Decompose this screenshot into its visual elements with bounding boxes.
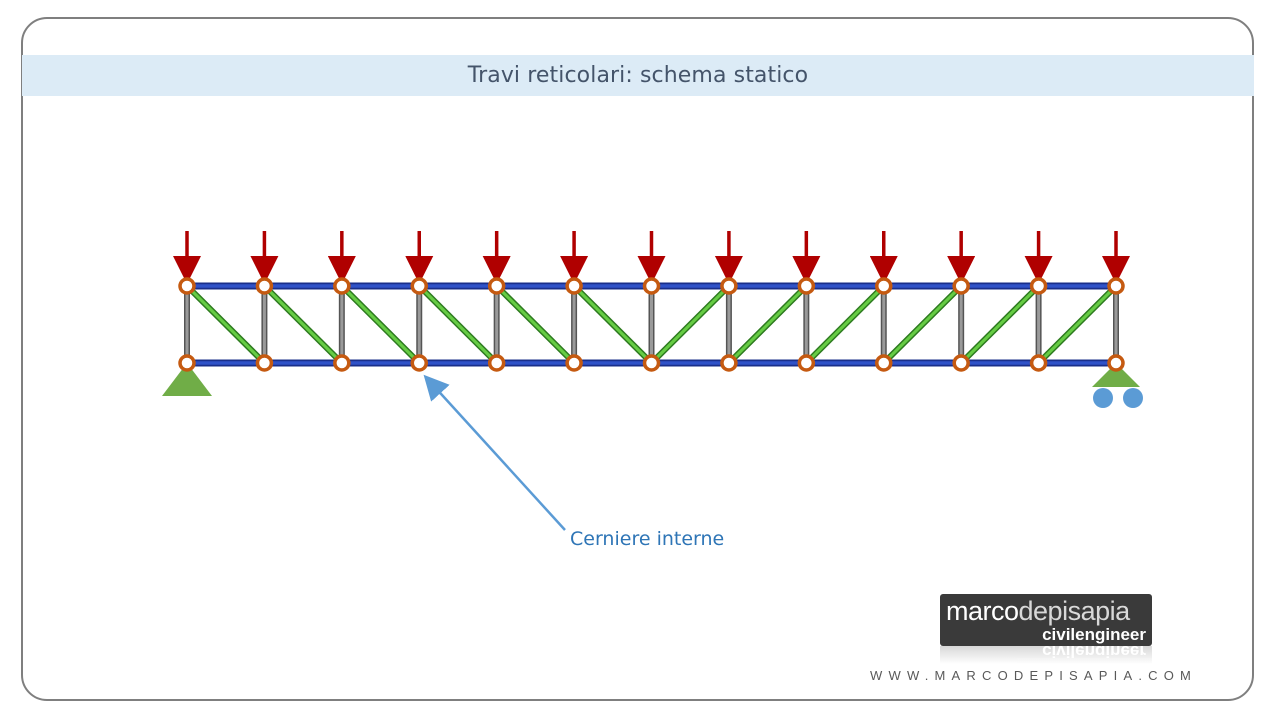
- diagonal-member: [882, 284, 963, 365]
- internal-hinge: [487, 277, 506, 295]
- roller-wheel-right: [1123, 388, 1143, 408]
- internal-hinge: [410, 354, 428, 372]
- internal-hinge: [255, 354, 274, 372]
- internal-hinge: [642, 354, 661, 372]
- internal-hinge: [952, 277, 970, 295]
- title-band: Travi reticolari: schema statico: [22, 55, 1254, 96]
- internal-hinge: [487, 354, 506, 372]
- diagonal-member: [263, 284, 343, 365]
- internal-hinge: [410, 277, 428, 295]
- diagonal-member: [650, 284, 730, 365]
- logo-reflection: civilengineer: [940, 646, 1152, 664]
- diagonal-member: [1037, 284, 1118, 365]
- internal-hinge: [1107, 277, 1125, 295]
- logo-name: marcodepisapia: [946, 596, 1146, 626]
- diagonal-member: [573, 284, 653, 365]
- diagonal-member: [805, 284, 885, 365]
- internal-hinge: [1029, 354, 1048, 372]
- logo-reflection-text: civilengineer: [1042, 646, 1146, 661]
- internal-hinge: [1029, 277, 1048, 295]
- internal-hinge: [178, 277, 196, 295]
- internal-hinge: [797, 277, 816, 295]
- internal-hinge: [875, 354, 893, 372]
- website-url: WWW.MARCODEPISAPIA.COM: [870, 668, 1198, 683]
- diagonal-member: [727, 284, 808, 365]
- internal-hinge: [333, 277, 351, 295]
- internal-hinge: [720, 354, 738, 372]
- internal-hinge: [952, 354, 970, 372]
- pin-support: [162, 363, 212, 396]
- roller-wheel-left: [1093, 388, 1113, 408]
- internal-hinge: [333, 354, 351, 372]
- logo-name-bold: marco: [946, 596, 1019, 626]
- internal-hinge: [565, 354, 583, 372]
- internal-hinge: [642, 277, 661, 295]
- internal-hinge: [875, 277, 893, 295]
- diagonal-member: [418, 284, 498, 365]
- slide-frame: [21, 17, 1254, 701]
- internal-hinge: [1107, 354, 1125, 372]
- internal-hinge: [565, 277, 583, 295]
- internal-hinge: [255, 277, 274, 295]
- diagonal-member: [960, 284, 1040, 365]
- callout-arrow: [423, 374, 566, 531]
- diagonal-member: [340, 284, 421, 365]
- logo-subtitle: civilengineer: [1042, 625, 1146, 644]
- internal-hinge: [178, 354, 196, 372]
- internal-hinge: [720, 277, 738, 295]
- internal-hinge: [797, 354, 816, 372]
- slide-title: Travi reticolari: schema statico: [467, 63, 809, 88]
- roller-support: [1092, 363, 1140, 387]
- logo-name-light: depisapia: [1018, 596, 1131, 626]
- callout-label: Cerniere interne: [570, 528, 725, 550]
- logo: marcodepisapia civilengineer: [940, 594, 1152, 646]
- diagonal-member: [495, 284, 576, 365]
- diagonal-member: [185, 284, 266, 365]
